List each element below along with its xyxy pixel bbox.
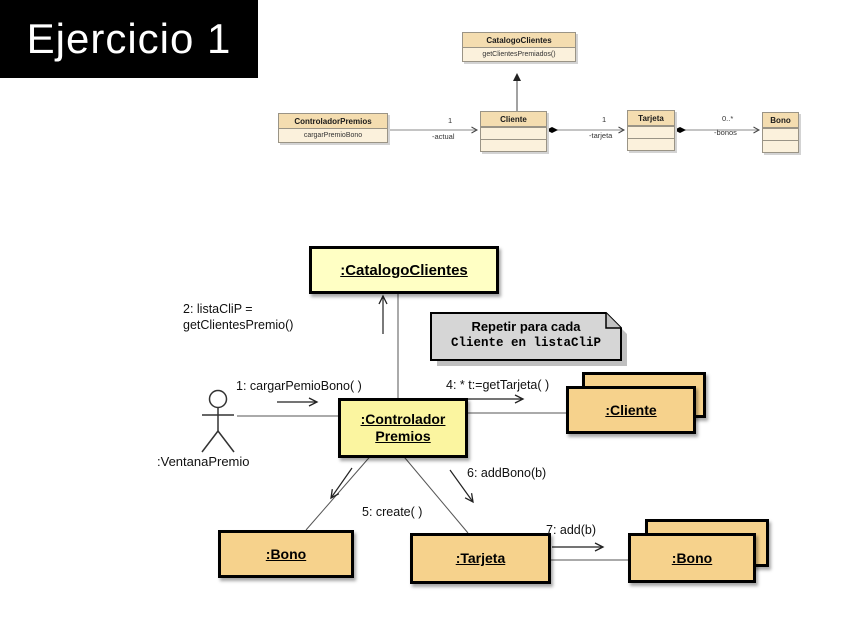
object-bono-left: :Bono (218, 530, 354, 578)
class-cliente: Cliente (480, 111, 547, 152)
message-6-arrow (449, 469, 474, 504)
object-cliente: :Cliente (566, 386, 696, 434)
class-tarjeta-name: Tarjeta (628, 111, 674, 126)
object-controladorpremios: :Controlador Premios (338, 398, 468, 458)
actor-label: :VentanaPremio (157, 454, 250, 469)
class-catalogoclientes-method: getClientesPremiados() (482, 51, 556, 58)
slide-title-block: Ejercicio 1 (0, 0, 258, 78)
object-catalogoclientes-label: :CatalogoClientes (340, 261, 468, 279)
role-tarjeta: -tarjeta (589, 131, 613, 140)
link-controlador-bono (305, 451, 375, 531)
message-1-label: 1: cargarPemioBono( ) (236, 379, 362, 393)
object-cliente-label: :Cliente (605, 401, 657, 418)
note-shape (430, 312, 627, 366)
empty-compartment (628, 138, 674, 150)
class-bono: Bono (762, 112, 799, 153)
message-2-line1: 2: listaCliP = (183, 302, 253, 316)
message-5-label: 5: create( ) (362, 505, 423, 519)
message-4-label: 4: * t:=getTarjeta( ) (446, 378, 550, 392)
message-5-arrow (330, 467, 353, 500)
object-bono-left-label: :Bono (265, 545, 307, 562)
empty-compartment (763, 140, 798, 152)
message-2-label: 2: listaCliP = getClientesPremio() (183, 301, 293, 333)
object-controladorpremios-line1: :Controlador (360, 411, 446, 427)
class-cliente-name: Cliente (481, 112, 546, 127)
object-bono-right-label: :Bono (671, 549, 713, 566)
note-repetir: Repetir para cada Cliente en listaCliP (434, 319, 618, 350)
class-catalogoclientes: CatalogoClientes getClientesPremiados() (462, 32, 576, 62)
class-controladorpremios: ControladorPremios cargarPremioBono (278, 113, 388, 143)
multiplicity-tarjeta: 1 (602, 115, 607, 124)
object-tarjeta: :Tarjeta (410, 533, 551, 584)
empty-compartment (763, 128, 798, 140)
class-controladorpremios-method: cargarPremioBono (303, 132, 363, 139)
class-bono-name: Bono (763, 113, 798, 128)
message-7-label: 7: add(b) (546, 523, 597, 537)
class-controladorpremios-name: ControladorPremios (279, 114, 387, 129)
object-bono-right: :Bono (628, 533, 756, 583)
slide-title: Ejercicio 1 (26, 15, 232, 62)
message-2-line2: getClientesPremio() (183, 318, 294, 332)
empty-compartment (628, 126, 674, 138)
object-catalogoclientes: :CatalogoClientes (309, 246, 499, 294)
actor-icon (201, 389, 235, 453)
message-6-label: 6: addBono(b) (467, 466, 547, 480)
class-catalogoclientes-name: CatalogoClientes (463, 33, 575, 48)
class-tarjeta: Tarjeta (627, 110, 675, 151)
multiplicity-actual: 1 (448, 116, 453, 125)
note-line1: Repetir para cada (471, 319, 581, 334)
object-controladorpremios-label: :Controlador Premios (361, 411, 446, 445)
link-controlador-tarjeta (399, 451, 469, 534)
empty-compartment (481, 127, 546, 139)
multiplicity-bonos: 0..* (722, 114, 734, 123)
role-bonos: -bonos (714, 128, 737, 137)
object-controladorpremios-line2: Premios (375, 428, 431, 444)
empty-compartment (481, 139, 546, 151)
role-actual: -actual (432, 132, 455, 141)
object-tarjeta-label: :Tarjeta (455, 550, 506, 566)
note-line2: Cliente en listaCliP (450, 336, 602, 350)
